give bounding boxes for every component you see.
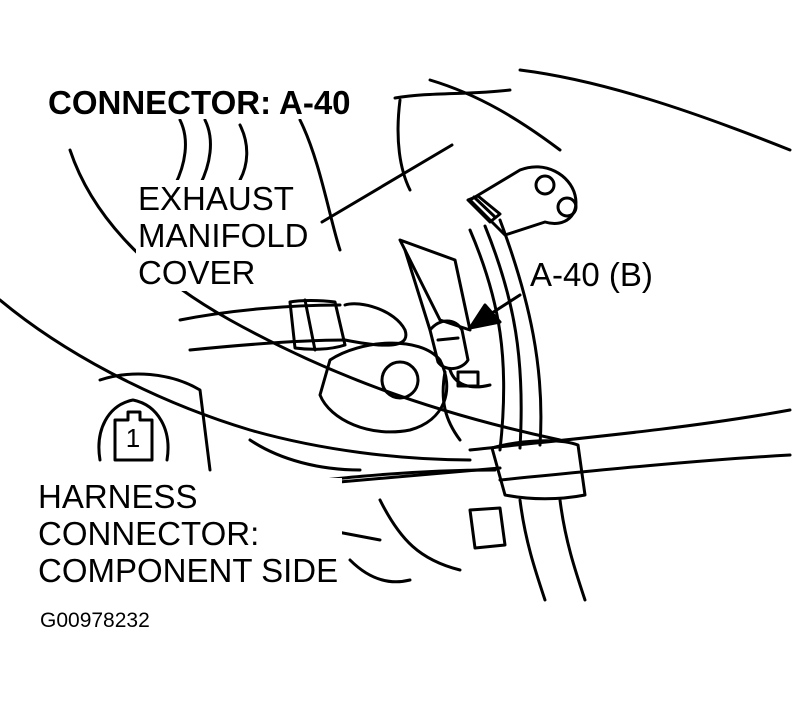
bracket-hole-2	[556, 196, 578, 218]
a40-connector-body	[428, 319, 470, 370]
large-hose-left-lower	[0, 298, 472, 462]
component-boss	[380, 360, 420, 400]
harness-lower-line	[498, 453, 792, 482]
hose-clamp	[288, 299, 347, 351]
hose-end	[343, 302, 408, 347]
connector-bracket-edge	[403, 248, 432, 332]
lower-part	[378, 498, 462, 572]
connector-location-label: A-40 (B)	[528, 256, 655, 293]
lower-mid-shape	[248, 438, 362, 472]
exhaust-manifold-cover-label: EXHAUST MANIFOLD COVER	[136, 180, 313, 291]
harness-label-line-2: CONNECTOR:	[38, 515, 260, 552]
diagram-title: CONNECTOR: A-40	[46, 84, 353, 121]
manifold-curve-2	[198, 118, 212, 187]
lower-pipe-left	[518, 498, 547, 602]
connector-pin-number: 1	[125, 423, 141, 453]
top-bracket-arm	[393, 88, 512, 100]
hose-clamp-band	[303, 298, 317, 352]
manifold-curve-1	[173, 118, 187, 187]
vertical-pipe-right	[498, 218, 543, 447]
harness-connector-shape	[113, 410, 154, 462]
bracket-bolt-line	[472, 195, 497, 219]
a40-wire-2	[441, 370, 462, 442]
manifold-curve-3	[238, 123, 249, 182]
pipe-stripe	[483, 224, 523, 450]
harness-upper-line	[468, 408, 792, 452]
exhaust-label-line-2: MANIFOLD	[138, 217, 309, 254]
lower-left-bracket	[98, 372, 212, 472]
harness-label-line-3: COMPONENT SIDE	[38, 552, 339, 589]
middle-hose-bottom	[188, 338, 347, 352]
bracket-hole-1	[534, 174, 556, 196]
vertical-pipe-left	[468, 228, 506, 452]
large-hose-left-upper	[68, 148, 562, 442]
harness-connector-arc	[97, 398, 170, 462]
lower-fitting	[468, 506, 507, 550]
connector-bracket	[398, 238, 472, 332]
harness-label-line-1: HARNESS	[38, 478, 198, 515]
harness-connector-label: HARNESS CONNECTOR: COMPONENT SIDE	[36, 478, 343, 589]
figure-id: G00978232	[38, 609, 152, 632]
exhaust-label-line-3: COVER	[138, 254, 256, 291]
a40-arrowhead	[468, 303, 502, 330]
mount-bracket	[468, 165, 578, 237]
manifold-curve-4	[298, 118, 342, 252]
exhaust-label-line-1: EXHAUST	[138, 180, 294, 217]
upper-hose-outline	[518, 68, 792, 152]
a40-terminal	[456, 370, 480, 388]
lower-pipe-right	[558, 498, 587, 602]
lower-curve	[348, 558, 412, 584]
harness-clamp	[490, 439, 587, 501]
firewall-edge	[396, 98, 412, 192]
upper-body-outline	[428, 78, 562, 152]
a40-connector-lock	[436, 336, 460, 342]
middle-hose-top	[178, 303, 342, 322]
exhaust-manifold-leader	[320, 143, 454, 224]
